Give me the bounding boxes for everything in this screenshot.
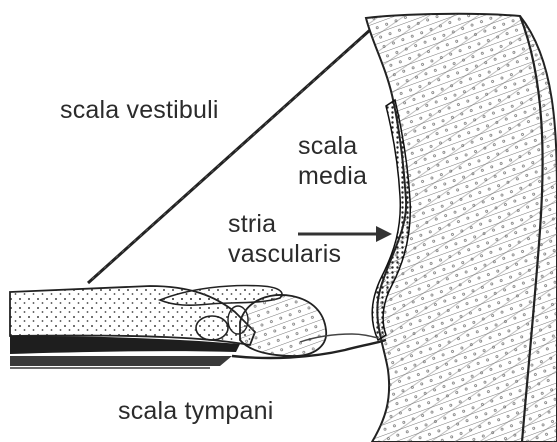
label-stria-vascularis-line1: stria: [228, 209, 341, 239]
label-scala-media-line1: scala: [298, 131, 367, 161]
label-stria-vascularis-line2: vascularis: [228, 239, 341, 269]
label-scala-vestibuli: scala vestibuli: [60, 95, 219, 125]
spiral-ligament: [366, 14, 557, 442]
label-scala-media-line2: media: [298, 161, 367, 191]
label-scala-tympani: scala tympani: [118, 396, 273, 426]
label-stria-vascularis: stria vascularis: [228, 209, 341, 269]
label-scala-media: scala media: [298, 131, 367, 191]
osseous-spiral-lamina: [10, 336, 240, 368]
